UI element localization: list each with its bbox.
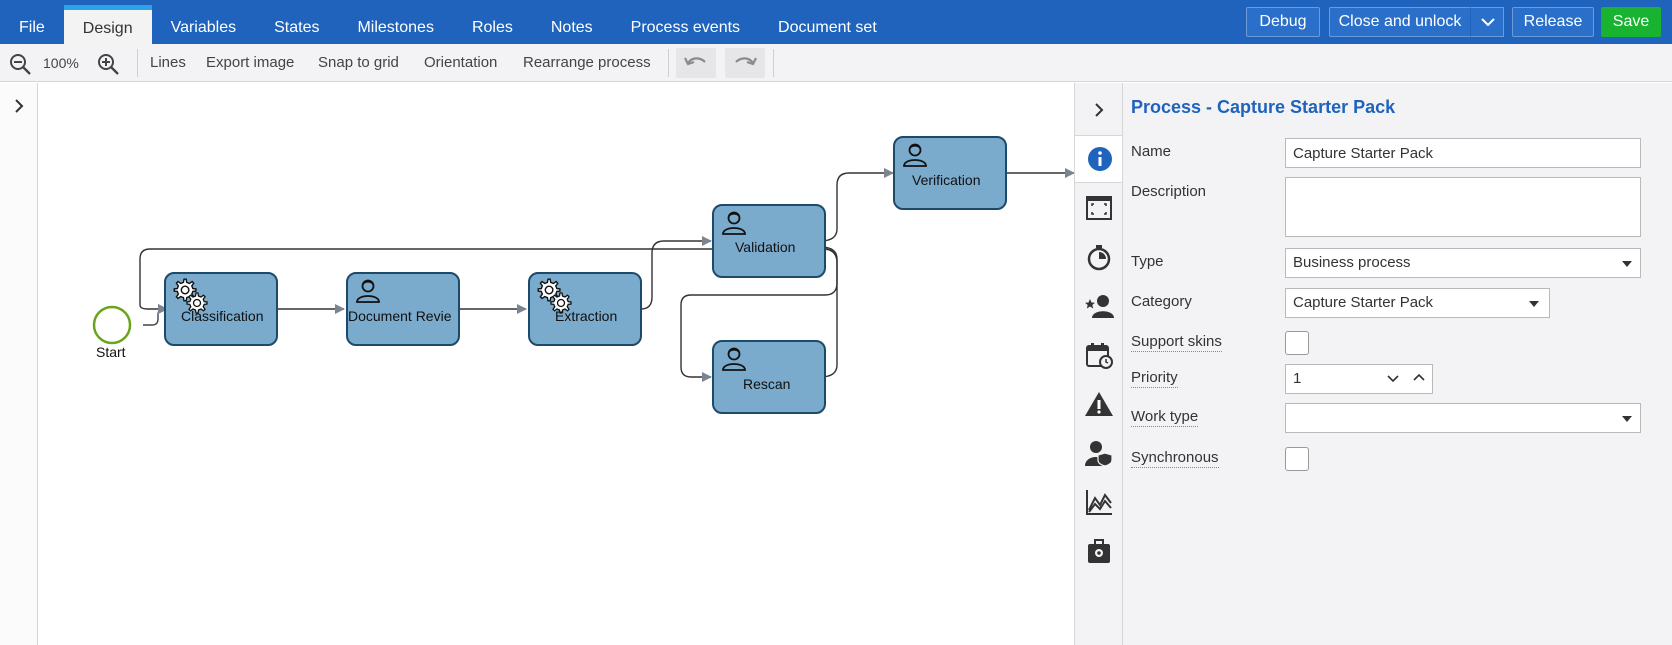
name-label: Name (1131, 143, 1171, 160)
start-label: Start (96, 344, 126, 360)
rail-timer[interactable] (1075, 233, 1123, 281)
zoom-out-icon[interactable] (8, 52, 32, 76)
undo-icon (676, 48, 716, 78)
top-bar: File Design Variables States Milestones … (0, 0, 1672, 44)
rail-analytics[interactable] (1075, 478, 1123, 526)
chevron-down-icon (1471, 8, 1505, 36)
toolbar-divider (668, 49, 669, 77)
type-value: Business process (1293, 254, 1411, 271)
caret-down-icon (1622, 261, 1632, 267)
expand-left-panel-button[interactable] (8, 95, 30, 117)
node-label: Rescan (743, 376, 790, 392)
orientation-button[interactable]: Orientation (424, 44, 497, 82)
node-label: Extraction (555, 308, 617, 324)
redo-button[interactable] (725, 48, 765, 78)
node-rescan[interactable]: Rescan (713, 341, 825, 413)
node-verification[interactable]: Verification (894, 137, 1006, 209)
chevron-up-icon[interactable] (1412, 371, 1426, 383)
zoom-in-icon[interactable] (96, 52, 120, 76)
type-select[interactable]: Business process (1285, 248, 1641, 278)
design-toolbar: 100% Lines Export image Snap to grid Ori… (0, 44, 1672, 82)
panel-title: Process - Capture Starter Pack (1131, 97, 1395, 118)
type-label: Type (1131, 253, 1164, 270)
menu-tabs: File Design Variables States Milestones … (0, 0, 896, 44)
debug-button[interactable]: Debug (1246, 7, 1320, 37)
tab-states[interactable]: States (255, 0, 338, 44)
rearrange-process-button[interactable]: Rearrange process (523, 44, 651, 82)
snap-to-grid-button[interactable]: Snap to grid (318, 44, 399, 82)
work-type-select[interactable] (1285, 403, 1641, 433)
chevron-right-icon (8, 95, 30, 117)
support-skins-checkbox[interactable] (1285, 331, 1309, 355)
synchronous-checkbox[interactable] (1285, 447, 1309, 471)
category-select[interactable]: Capture Starter Pack (1285, 288, 1550, 318)
left-rail (0, 83, 38, 645)
save-button[interactable]: Save (1601, 7, 1661, 37)
node-label: Verification (912, 172, 980, 188)
tab-process-events[interactable]: Process events (612, 0, 759, 44)
properties-panel: Process - Capture Starter Pack Name Desc… (1122, 83, 1672, 645)
caret-down-icon (1622, 416, 1632, 422)
toolbar-divider (137, 49, 138, 77)
export-image-button[interactable]: Export image (206, 44, 294, 82)
support-skins-label: Support skins (1131, 333, 1222, 352)
warning-icon (1084, 390, 1114, 418)
briefcase-gear-icon (1085, 537, 1113, 565)
rail-warnings[interactable] (1075, 380, 1123, 428)
tab-design[interactable]: Design (64, 8, 152, 44)
rail-fit-screen[interactable] (1075, 184, 1123, 232)
tab-variables[interactable]: Variables (152, 0, 256, 44)
chart-icon (1085, 488, 1113, 516)
node-label: Document Revie (348, 308, 452, 324)
caret-down-icon (1529, 301, 1539, 307)
synchronous-label: Synchronous (1131, 449, 1219, 468)
chevron-down-icon[interactable] (1386, 373, 1400, 385)
rail-info[interactable] (1075, 135, 1124, 183)
calendar-clock-icon (1085, 341, 1113, 369)
work-type-label: Work type (1131, 408, 1198, 427)
start-event[interactable] (94, 307, 130, 343)
rail-security[interactable] (1075, 429, 1123, 477)
tab-notes[interactable]: Notes (532, 0, 612, 44)
fit-screen-icon (1085, 194, 1113, 222)
category-label: Category (1131, 293, 1192, 310)
priority-value: 1 (1293, 370, 1301, 387)
description-label: Description (1131, 183, 1206, 200)
priority-label: Priority (1131, 369, 1178, 388)
tab-roles[interactable]: Roles (453, 0, 532, 44)
chevron-right-icon (1088, 99, 1110, 121)
zoom-level: 100% (43, 44, 79, 82)
tab-document-set[interactable]: Document set (759, 0, 896, 44)
node-label: Classification (181, 308, 263, 324)
collapse-panel-button[interactable] (1075, 86, 1123, 134)
role-star-icon (1084, 292, 1114, 320)
timer-icon (1085, 243, 1113, 271)
rail-calendar[interactable] (1075, 331, 1123, 379)
node-label: Validation (735, 239, 795, 255)
lines-button[interactable]: Lines (150, 44, 186, 82)
close-and-unlock-button[interactable]: Close and unlock (1329, 7, 1471, 37)
close-unlock-dropdown-button[interactable] (1470, 7, 1504, 37)
process-diagram: Start Classification Document Revie Extr… (38, 83, 1074, 645)
process-canvas[interactable]: Start Classification Document Revie Extr… (38, 83, 1074, 645)
node-classification[interactable]: Classification (165, 273, 277, 345)
node-extraction[interactable]: Extraction (529, 273, 641, 345)
node-document-review[interactable]: Document Revie (347, 273, 459, 345)
rail-roles[interactable] (1075, 282, 1123, 330)
rail-integrations[interactable] (1075, 527, 1123, 575)
user-shield-icon (1085, 439, 1113, 467)
name-field[interactable] (1285, 138, 1641, 168)
undo-button[interactable] (676, 48, 716, 78)
properties-icon-rail (1074, 83, 1122, 645)
toolbar-divider (773, 49, 774, 77)
release-button[interactable]: Release (1512, 7, 1594, 37)
node-validation[interactable]: Validation (713, 205, 825, 277)
redo-icon (725, 48, 765, 78)
category-value: Capture Starter Pack (1293, 294, 1433, 311)
tab-file[interactable]: File (0, 0, 64, 44)
info-icon (1086, 145, 1114, 173)
description-field[interactable] (1285, 177, 1641, 237)
tab-milestones[interactable]: Milestones (338, 0, 452, 44)
priority-stepper[interactable]: 1 (1285, 364, 1433, 394)
